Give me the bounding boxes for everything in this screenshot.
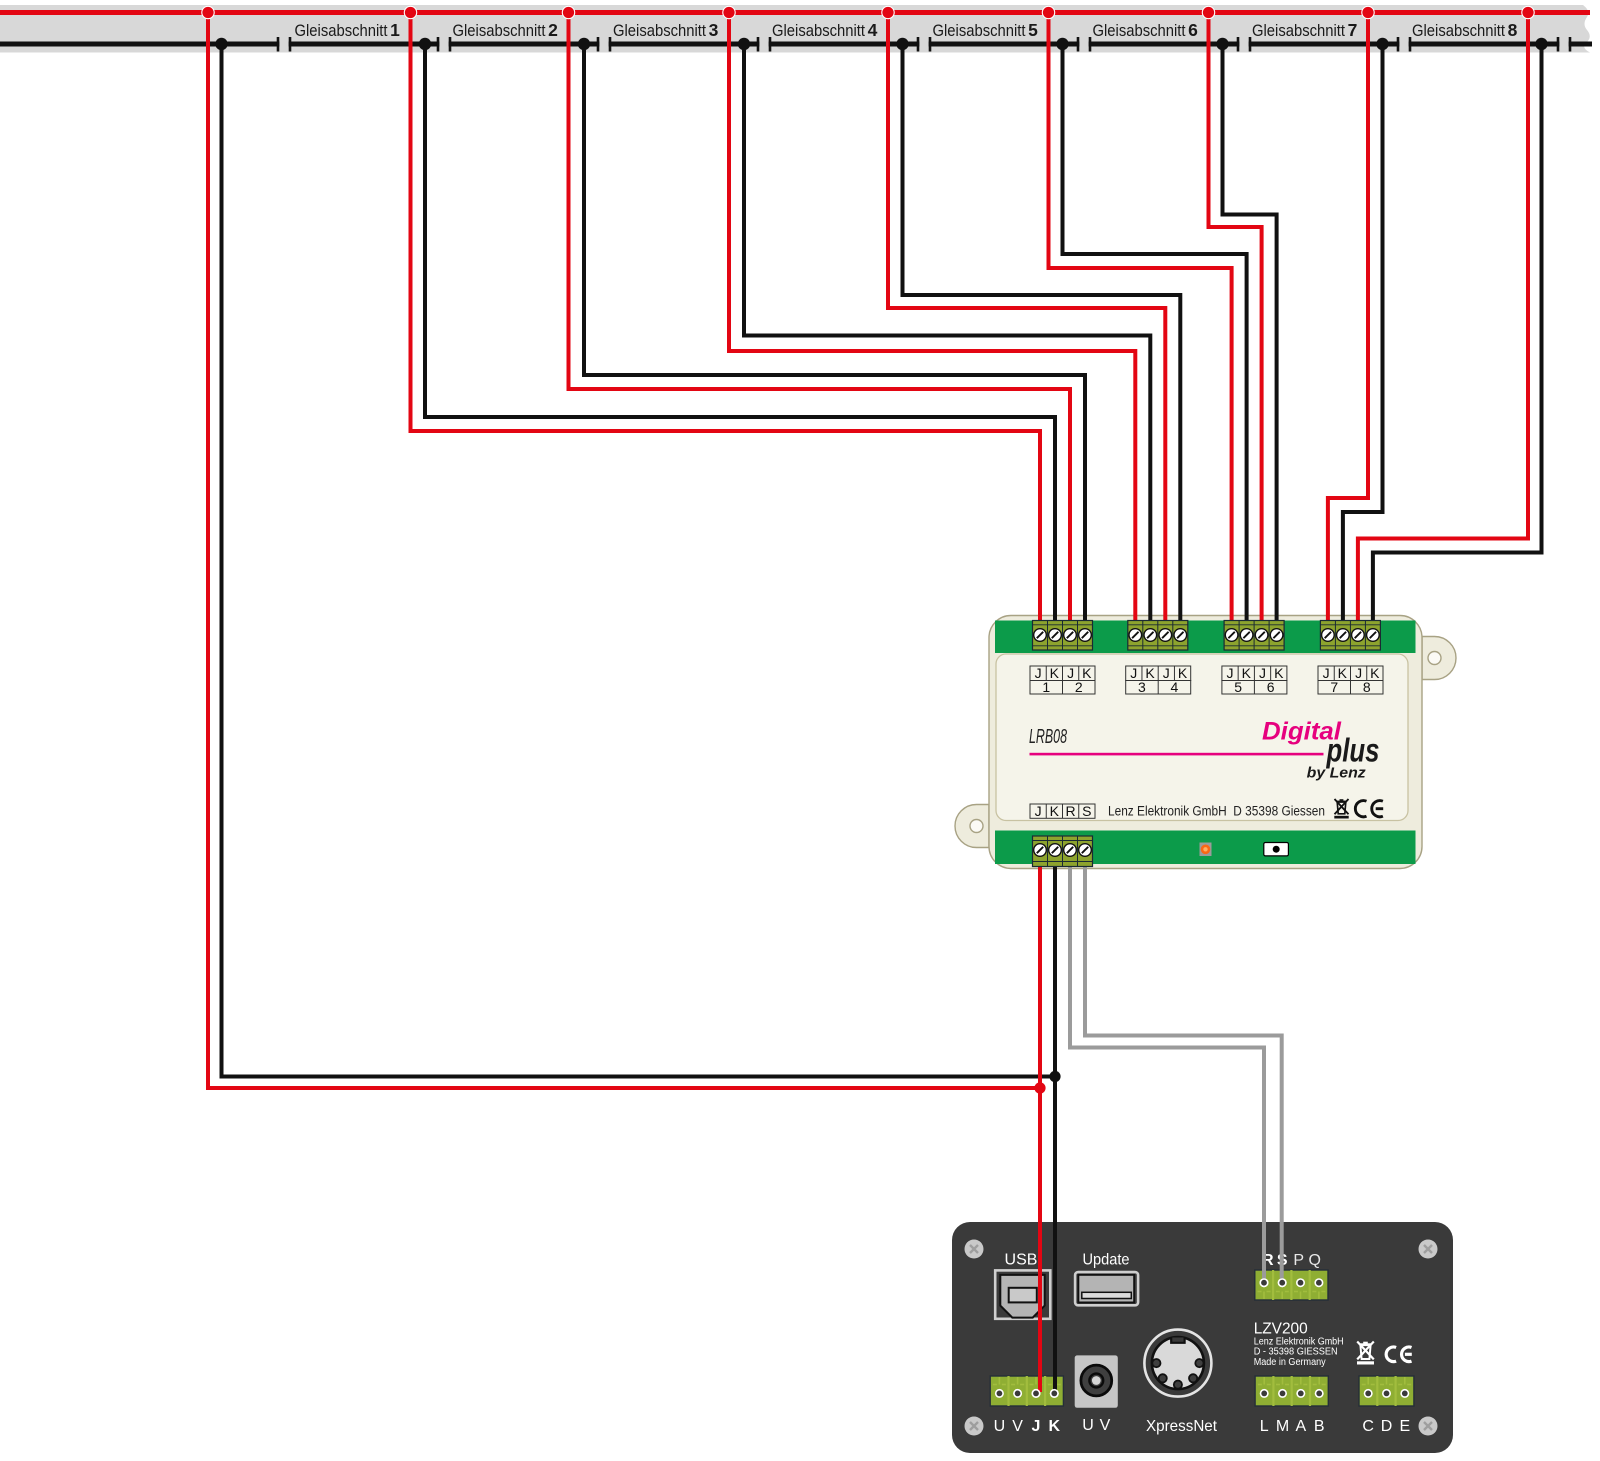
svg-text:S: S [1082,803,1091,819]
svg-text:Update: Update [1083,1252,1130,1269]
svg-text:6: 6 [1188,20,1198,40]
svg-text:Gleisabschnitt: Gleisabschnitt [453,21,546,40]
svg-text:Lenz Elektronik GmbH D 35398: Lenz Elektronik GmbH D 35398 Giessen [1108,804,1325,819]
svg-text:K: K [1050,665,1060,681]
svg-text:K: K [1370,665,1380,681]
svg-text:2: 2 [1075,679,1083,695]
svg-text:LZV200: LZV200 [1254,1321,1308,1338]
svg-text:Gleisabschnitt: Gleisabschnitt [772,21,865,40]
svg-text:R: R [1066,803,1076,819]
svg-text:Digital: Digital [1262,718,1342,746]
svg-text:Gleisabschnitt: Gleisabschnitt [613,21,706,40]
svg-text:7: 7 [1330,679,1338,695]
svg-text:Q: Q [1308,1252,1320,1269]
svg-text:by Lenz: by Lenz [1307,765,1367,782]
svg-text:K: K [1242,665,1252,681]
svg-text:U: U [1082,1417,1094,1434]
svg-text:J: J [1323,665,1330,681]
svg-text:K: K [1082,665,1092,681]
svg-text:7: 7 [1348,20,1358,40]
svg-text:E: E [1399,1418,1410,1435]
svg-text:U: U [994,1418,1006,1435]
svg-text:J: J [1355,665,1362,681]
svg-text:4: 4 [1171,679,1179,695]
svg-text:USB: USB [1005,1252,1038,1269]
svg-text:J: J [1130,665,1137,681]
svg-text:2: 2 [548,20,558,40]
svg-text:Gleisabschnitt: Gleisabschnitt [1412,21,1505,40]
svg-text:V: V [1012,1418,1023,1435]
svg-text:A: A [1295,1418,1306,1435]
svg-text:Gleisabschnitt: Gleisabschnitt [933,21,1026,40]
svg-text:K: K [1145,665,1155,681]
svg-text:5: 5 [1028,20,1038,40]
svg-text:J: J [1227,665,1234,681]
svg-text:K: K [1178,665,1188,681]
svg-text:5: 5 [1234,679,1242,695]
svg-text:8: 8 [1508,20,1518,40]
svg-text:8: 8 [1363,679,1371,695]
svg-text:J: J [1032,1418,1041,1435]
svg-text:J: J [1067,665,1074,681]
svg-text:J: J [1259,665,1266,681]
svg-text:K: K [1338,665,1348,681]
svg-text:1: 1 [1042,679,1050,695]
svg-text:D: D [1381,1418,1393,1435]
svg-text:J: J [1035,665,1042,681]
svg-text:Gleisabschnitt: Gleisabschnitt [1093,21,1186,40]
svg-text:J: J [1163,665,1170,681]
svg-text:B: B [1314,1418,1325,1435]
svg-text:V: V [1100,1417,1111,1434]
svg-text:LRB08: LRB08 [1029,726,1067,748]
svg-text:P: P [1293,1252,1304,1269]
svg-text:K: K [1050,803,1060,819]
svg-text:4: 4 [868,20,878,40]
svg-text:3: 3 [709,20,719,40]
svg-text:M: M [1276,1418,1289,1435]
svg-text:plus: plus [1326,732,1380,769]
svg-text:J: J [1035,803,1042,819]
svg-text:6: 6 [1267,679,1275,695]
svg-text:XpressNet: XpressNet [1146,1418,1218,1435]
svg-text:L: L [1260,1418,1269,1435]
svg-text:K: K [1049,1418,1061,1435]
svg-text:Gleisabschnitt: Gleisabschnitt [1252,21,1345,40]
svg-text:D - 35398 GIESSEN: D - 35398 GIESSEN [1254,1347,1338,1358]
svg-text:C: C [1362,1418,1374,1435]
svg-text:K: K [1274,665,1284,681]
svg-text:3: 3 [1138,679,1146,695]
svg-text:Lenz Elektronik GmbH: Lenz Elektronik GmbH [1254,1336,1344,1347]
svg-text:Gleisabschnitt: Gleisabschnitt [295,21,388,40]
svg-text:1: 1 [390,20,400,40]
svg-text:Made in Germany: Made in Germany [1254,1357,1326,1368]
